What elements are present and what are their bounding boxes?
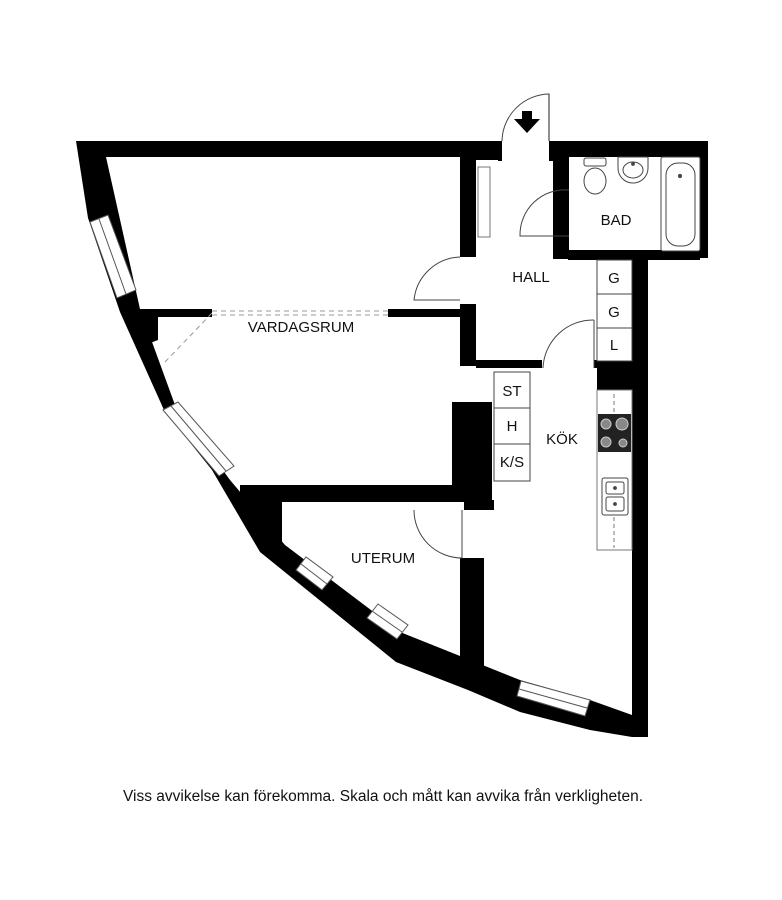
room-label-uterum: UTERUM <box>351 550 415 567</box>
kitchen-cabinets <box>493 371 531 482</box>
room-label-hall: HALL <box>512 269 550 286</box>
facade-windows <box>89 214 591 717</box>
hall-cabinets <box>596 259 633 362</box>
entrance-arrow-icon <box>514 111 540 133</box>
hall-cabinet-label: G <box>608 304 620 321</box>
glass-partition <box>164 310 388 363</box>
door-bathroom <box>519 189 570 237</box>
kitchen-cabinet-label: K/S <box>500 454 524 471</box>
door-kitchen <box>542 319 595 369</box>
bathroom-fixtures <box>583 156 701 252</box>
kitchen-cabinet-label: ST <box>502 383 521 400</box>
room-label-kok: KÖK <box>546 430 578 448</box>
stove-icon <box>598 414 631 452</box>
interior-walls <box>140 157 700 668</box>
kitchen-cabinet-label: H <box>507 418 518 435</box>
room-label-bad: BAD <box>601 212 632 229</box>
hall-wardrobe <box>477 166 491 238</box>
hall-cabinet-label: L <box>610 337 618 354</box>
facade-wall <box>76 141 632 737</box>
door-bedroom <box>413 256 461 301</box>
room-label-vardagsrum: VARDAGSRUM <box>248 319 354 336</box>
sink-icon <box>617 156 649 184</box>
hall-cabinet-label: G <box>608 270 620 287</box>
door-swings <box>413 189 595 559</box>
disclaimer-text: Viss avvikelse kan förekomma. Skala och … <box>122 788 644 805</box>
toilet-icon <box>583 157 607 195</box>
outer-walls <box>76 141 708 258</box>
floor-plan: G G L ST H K/S VARDAGSRUM HALL BAD KÖK U… <box>76 93 708 737</box>
kitchen-sink-icon <box>601 477 629 516</box>
door-uterum <box>413 509 463 559</box>
